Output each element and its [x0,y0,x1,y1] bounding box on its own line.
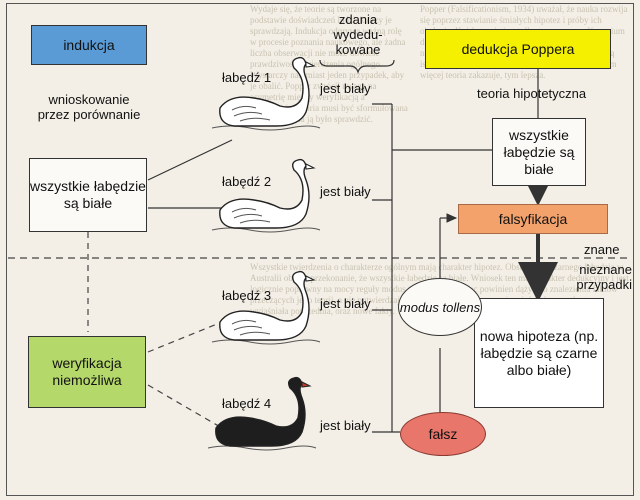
popper-deduction-box: dedukcja Poppera [425,29,611,69]
swan-4-predicate: jest biały [320,418,371,433]
verification-impossible-box: weryfikacja niemożliwa [28,336,146,408]
link-swan-1 [147,139,233,181]
deduced-sentences-label: zdania wydedu-kowane [333,12,383,57]
swan-3-name: łabędź 3 [222,288,272,303]
brace [319,59,395,74]
dashed-link-swan-4 [147,384,223,429]
swan-2-name: łabędź 2 [222,174,272,189]
swan-4-name: łabędź 4 [222,396,272,411]
diagram-frame [6,3,634,496]
unknown-cases-label: nieznane przypadki [576,262,632,292]
swan-1-predicate: jest biały [320,81,371,96]
hypothetical-theory-label: teoria hipotetyczna [477,86,587,101]
swan-3-icon [211,270,321,345]
new-hypothesis-box: nowa hipoteza (np. łabędzie są czarne al… [474,298,604,408]
falsification-box: falsyfikacja [458,204,608,234]
swan-1-icon [211,56,321,131]
swan-3-predicate: jest biały [320,296,371,311]
dashed-link-swan-3 [147,321,223,353]
swan-1-name: łabędź 1 [222,70,272,85]
modus-tollens-ellipse: modus tollens [398,278,482,336]
swan-2-icon [211,158,321,233]
all-swans-white-box-left: wszystkie łabędzie są białe [29,158,147,232]
swan-4-icon [207,376,317,451]
induction-box: indukcja [31,25,147,65]
all-swans-white-box-right: wszystkie łabędzie są białe [492,118,586,186]
known-label: znane [584,242,620,257]
false-ellipse: fałsz [400,412,486,456]
comparison-label: wnioskowanie przez porównanie [37,92,141,122]
swan-2-predicate: jest biały [320,184,371,199]
